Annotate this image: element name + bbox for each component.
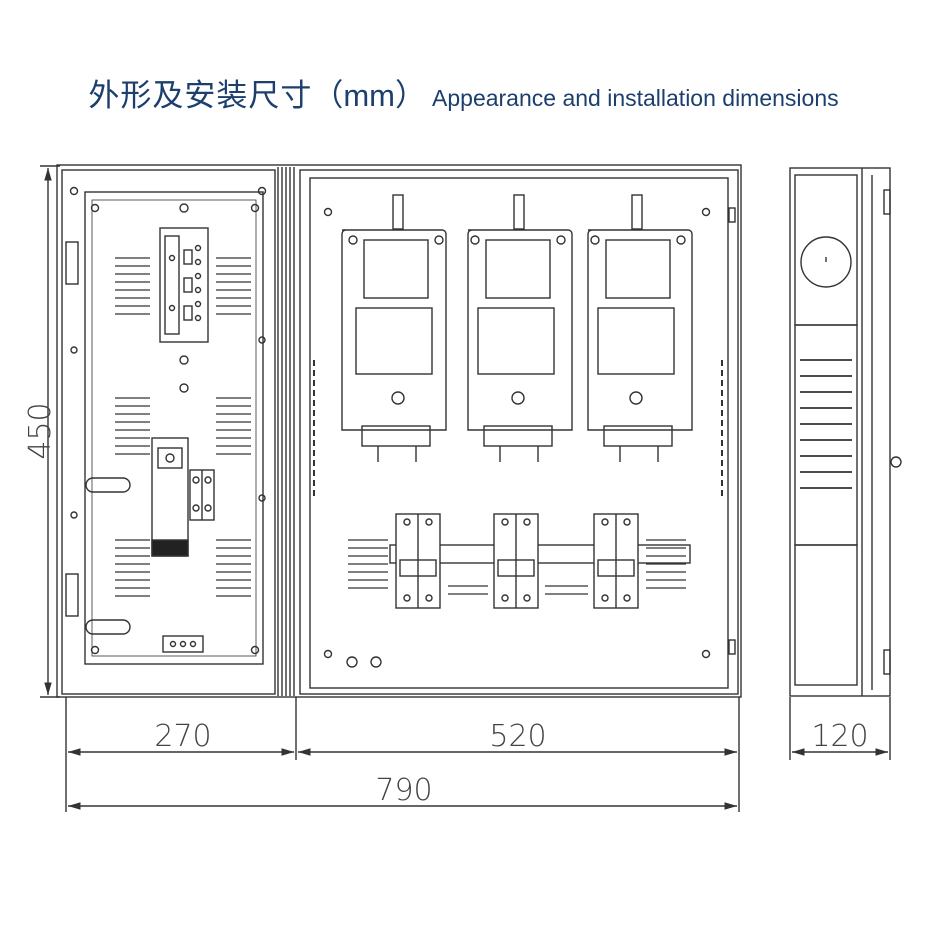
din-rail bbox=[389, 544, 691, 564]
dim-total-width-label: 790 bbox=[375, 773, 432, 808]
door-handle-top bbox=[85, 477, 131, 493]
left-door-vents bbox=[115, 257, 251, 597]
dim-left-width-label: 270 bbox=[154, 719, 211, 754]
breaker-row bbox=[348, 539, 686, 595]
hinge-column bbox=[277, 167, 295, 696]
meter-1 bbox=[341, 194, 447, 462]
breaker-1 bbox=[395, 513, 441, 609]
title-english: Appearance and installation dimensions bbox=[432, 85, 839, 111]
diagram-title: 外形及安装尺寸（mm）Appearance and installation d… bbox=[0, 70, 927, 115]
right-panel bbox=[299, 169, 739, 695]
title-chinese: 外形及安装尺寸 bbox=[88, 78, 313, 114]
door-lock-plate bbox=[162, 635, 204, 653]
breaker-2 bbox=[493, 513, 539, 609]
meter-3 bbox=[587, 194, 693, 462]
side-view bbox=[789, 167, 902, 697]
dim-height-label: 450 bbox=[23, 402, 58, 459]
enclosure-outer bbox=[56, 164, 742, 698]
dim-right-width-label: 520 bbox=[489, 719, 546, 754]
breaker-3 bbox=[593, 513, 639, 609]
meter-2 bbox=[467, 194, 573, 462]
left-door bbox=[61, 169, 276, 695]
terminal-block bbox=[159, 227, 209, 343]
main-breaker bbox=[151, 437, 215, 557]
dim-depth-label: 120 bbox=[811, 719, 868, 754]
title-unit: （mm） bbox=[312, 78, 427, 113]
door-handle-bottom bbox=[85, 619, 131, 635]
